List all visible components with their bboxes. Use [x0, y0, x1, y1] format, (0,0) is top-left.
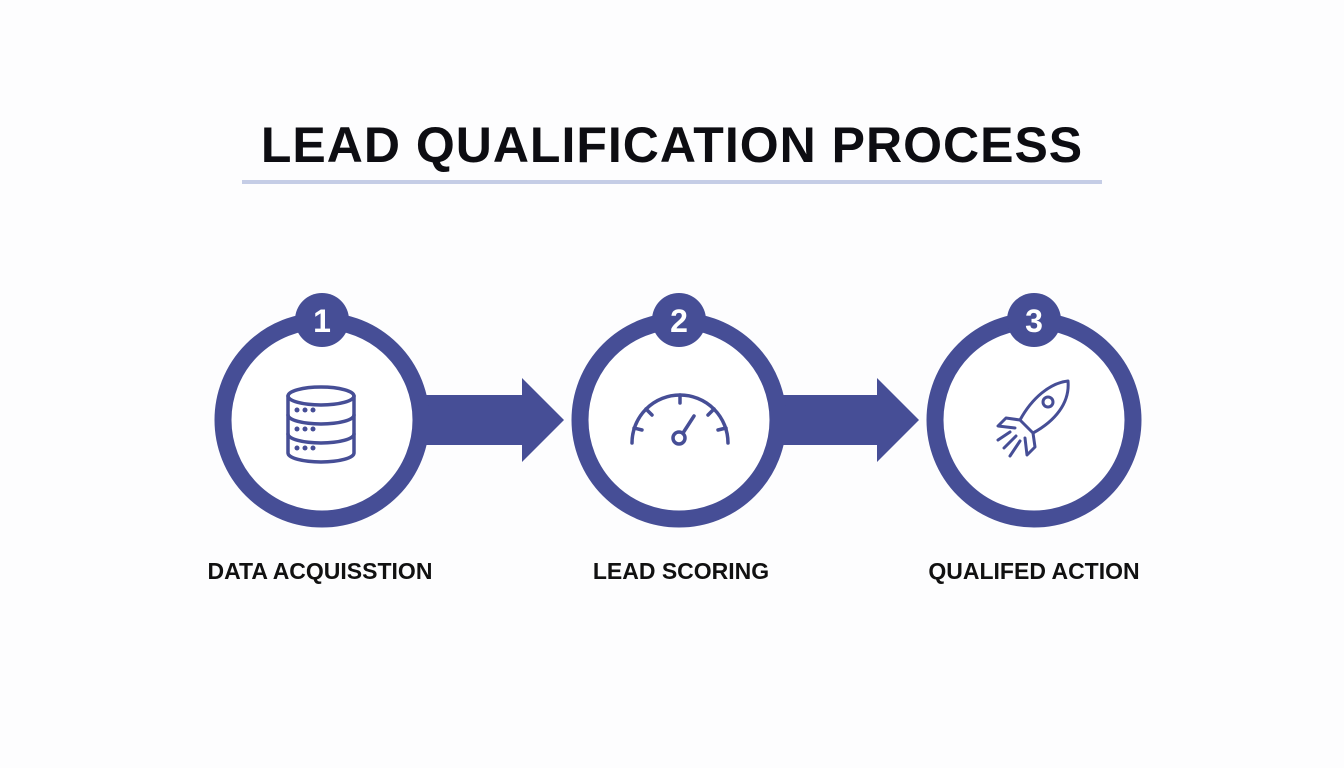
step-3-badge: [1007, 293, 1061, 347]
arrow-1-2: [420, 378, 564, 462]
step-2-label: LEAD SCORING: [592, 558, 770, 584]
step-1-number: 1: [313, 303, 331, 339]
step-3-number: 3: [1025, 303, 1043, 339]
step-2-badge: [652, 293, 706, 347]
arrow-2-3: [776, 378, 919, 462]
step-3-circle: [926, 312, 1142, 528]
step-2-circle: [571, 312, 787, 528]
rocket-icon: [996, 379, 1070, 458]
step-1-badge: [295, 293, 349, 347]
page-title: LEAD QUALIFICATION PROCESS: [260, 117, 1084, 173]
gauge-icon: [630, 393, 730, 446]
title-underline: [242, 180, 1102, 184]
database-icon: [286, 385, 356, 464]
step-2-number: 2: [670, 303, 688, 339]
step-1-circle: [214, 312, 430, 528]
step-1-label: DATA ACQUISSTION: [207, 558, 433, 584]
step-3-label: QUALIFED ACTION: [928, 558, 1140, 584]
